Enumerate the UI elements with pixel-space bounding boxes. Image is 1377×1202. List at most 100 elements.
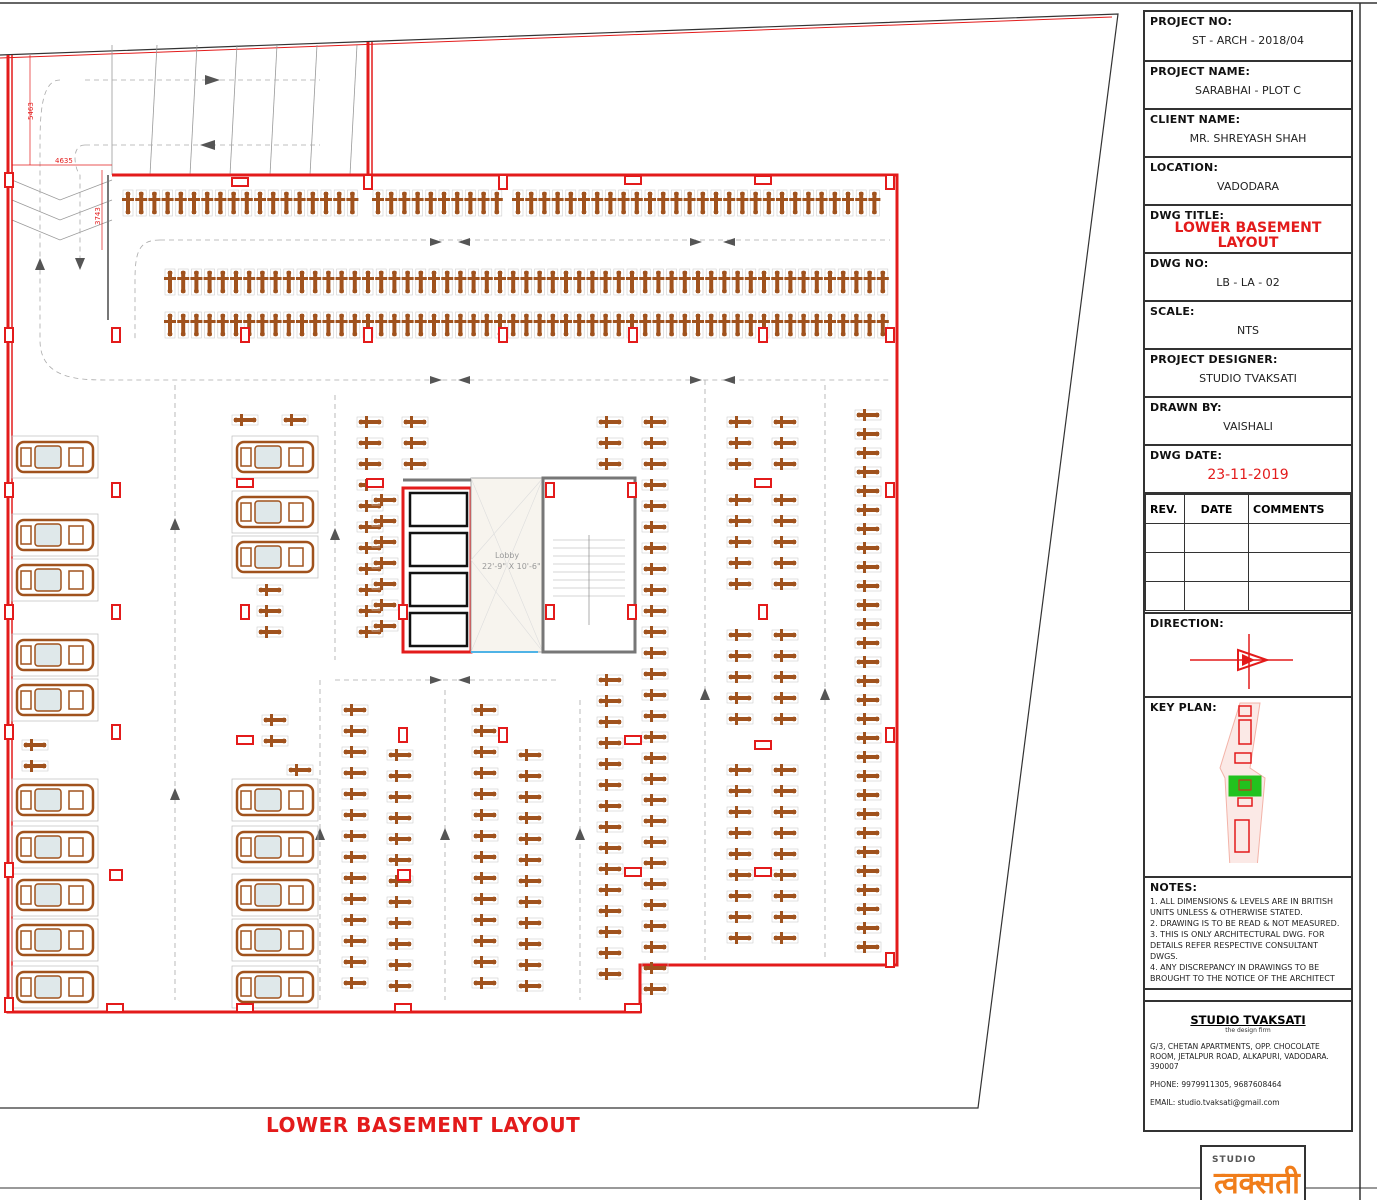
- motorcycle-space: [386, 748, 414, 762]
- column: [754, 175, 772, 185]
- motorcycle-space: [641, 625, 669, 639]
- project-name-value: SARABHAI - PLOT C: [1195, 84, 1301, 97]
- motorcycle-space: [471, 703, 499, 717]
- scale-label: SCALE:: [1150, 305, 1195, 318]
- motorcycle-space: [467, 311, 481, 339]
- motorcycle-space: [678, 311, 692, 339]
- motorcycle-space: [744, 268, 758, 296]
- motorcycle-space: [174, 189, 188, 217]
- motorcycle-space: [771, 556, 799, 570]
- motorcycle-space: [704, 268, 718, 296]
- motorcycle-space: [641, 835, 669, 849]
- column: [236, 735, 254, 745]
- motorcycle-space: [516, 874, 544, 888]
- motorcycle-space: [641, 877, 669, 891]
- car-space: [10, 434, 100, 480]
- motorcycle-space: [176, 311, 190, 339]
- motorcycle-space: [854, 465, 882, 479]
- dimension-label: 3743: [94, 207, 102, 225]
- motorcycle-space: [187, 189, 201, 217]
- motorcycle-space: [854, 902, 882, 916]
- motorcycle-space: [836, 311, 850, 339]
- motorcycle-space: [854, 189, 868, 217]
- motorcycle-space: [21, 738, 49, 752]
- motorcycle-space: [801, 189, 815, 217]
- motorcycle-space: [471, 787, 499, 801]
- column: [624, 867, 642, 877]
- drawn-by-cell: DRAWN BY: VAISHALI: [1145, 398, 1351, 446]
- motorcycle-space: [519, 311, 533, 339]
- motorcycle-space: [771, 457, 799, 471]
- motorcycle-space: [669, 189, 683, 217]
- motorcycle-space: [612, 268, 626, 296]
- motorcycle-space: [771, 649, 799, 663]
- motorcycle-space: [341, 892, 369, 906]
- column: [4, 997, 14, 1013]
- motorcycle-space: [726, 436, 754, 450]
- motorcycle-space: [854, 807, 882, 821]
- motorcycle-space: [386, 979, 414, 993]
- motorcycle-space: [386, 937, 414, 951]
- notes-cell: NOTES: 1. ALL DIMENSIONS & LEVELS ARE IN…: [1145, 878, 1351, 990]
- column: [624, 735, 642, 745]
- motorcycle-space: [854, 655, 882, 669]
- motorcycle-space: [261, 713, 289, 727]
- project-no-cell: PROJECT NO: ST - ARCH - 2018/04: [1145, 12, 1351, 62]
- motorcycle-space: [641, 415, 669, 429]
- motorcycle-space: [506, 268, 520, 296]
- motorcycle-space: [537, 189, 551, 217]
- car-space: [10, 964, 100, 1010]
- motorcycle-space: [134, 189, 148, 217]
- column: [4, 172, 14, 188]
- column: [240, 604, 250, 620]
- motorcycle-space: [696, 189, 710, 217]
- designer-label: PROJECT DESIGNER:: [1150, 353, 1278, 366]
- motorcycle-space: [643, 189, 657, 217]
- motorcycle-space: [348, 311, 362, 339]
- motorcycle-space: [269, 311, 283, 339]
- motorcycle-space: [726, 847, 754, 861]
- column: [363, 174, 373, 190]
- car-space: [230, 917, 320, 963]
- motorcycle-space: [596, 841, 624, 855]
- motorcycle-space: [401, 268, 415, 296]
- column: [398, 604, 408, 620]
- column: [498, 327, 508, 343]
- motorcycle-space: [726, 535, 754, 549]
- dimension-label: 4635: [55, 157, 73, 165]
- motorcycle-space: [596, 736, 624, 750]
- motorcycle-space: [189, 311, 203, 339]
- motorcycle-space: [726, 889, 754, 903]
- motorcycle-space: [625, 268, 639, 296]
- motorcycle-space: [854, 427, 882, 441]
- column: [111, 724, 121, 740]
- location-label: LOCATION:: [1150, 161, 1219, 174]
- motorcycle-space: [256, 604, 284, 618]
- motorcycle-space: [229, 268, 243, 296]
- motorcycle-space: [440, 311, 454, 339]
- motorcycle-space: [854, 845, 882, 859]
- motorcycle-space: [726, 628, 754, 642]
- motorcycle-space: [341, 787, 369, 801]
- title-block: PROJECT NO: ST - ARCH - 2018/04 PROJECT …: [1143, 10, 1353, 1132]
- motorcycle-space: [516, 979, 544, 993]
- column: [758, 327, 768, 343]
- motorcycle-space: [161, 189, 175, 217]
- motorcycle-space: [450, 189, 464, 217]
- motorcycle-space: [599, 268, 613, 296]
- motorcycle-space: [559, 268, 573, 296]
- motorcycle-space: [770, 268, 784, 296]
- motorcycle-space: [163, 311, 177, 339]
- motorcycle-space: [401, 436, 429, 450]
- motorcycle-space: [341, 871, 369, 885]
- motorcycle-space: [356, 436, 384, 450]
- motorcycle-space: [771, 826, 799, 840]
- motorcycle-space: [641, 457, 669, 471]
- column: [231, 177, 249, 187]
- car-space: [10, 917, 100, 963]
- column: [4, 862, 14, 878]
- motorcycle-space: [564, 189, 578, 217]
- motorcycle-space: [771, 493, 799, 507]
- motorcycle-space: [424, 189, 438, 217]
- column: [363, 327, 373, 343]
